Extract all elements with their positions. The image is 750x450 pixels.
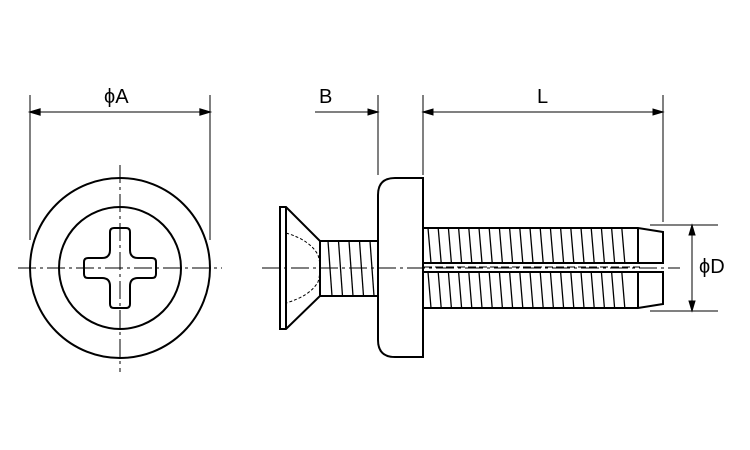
thread-line <box>519 227 524 264</box>
thread-line <box>600 271 606 309</box>
thread-line <box>478 271 483 309</box>
thread-line <box>580 271 585 309</box>
thread-line <box>447 227 453 264</box>
thread-line <box>337 240 344 297</box>
shank-lower <box>424 271 664 309</box>
thread-line <box>529 227 534 264</box>
thread-line <box>590 227 595 264</box>
thread-line <box>549 227 555 264</box>
thread-line <box>427 227 432 264</box>
thread-line <box>600 227 606 264</box>
thread-line <box>437 271 442 309</box>
thread-line <box>610 227 616 264</box>
dim-l-label: L <box>537 86 549 108</box>
thread-line <box>549 271 555 309</box>
thread-line <box>488 271 493 309</box>
thread-line <box>539 227 544 264</box>
thread-line <box>468 227 473 264</box>
thread-line <box>621 271 626 309</box>
thread-line <box>559 227 565 264</box>
thread-line <box>621 227 626 264</box>
dim-b-label: B <box>319 86 333 108</box>
dim-d-label: ϕD <box>699 256 725 278</box>
thread-line <box>478 227 483 264</box>
thread-line <box>447 271 453 309</box>
thread-line <box>580 227 585 264</box>
thread-line <box>559 271 565 309</box>
thread-line <box>457 271 463 309</box>
thread-line <box>427 271 432 309</box>
thread-line <box>498 227 504 264</box>
side-view <box>262 177 680 358</box>
shank-upper <box>424 227 664 264</box>
dim-a-label: ϕA <box>104 86 129 108</box>
thread-line <box>529 271 534 309</box>
thread-line <box>539 271 544 309</box>
thread-line <box>488 227 493 264</box>
thread-line <box>570 227 575 264</box>
washer-head <box>377 177 424 358</box>
thread-line <box>437 227 442 264</box>
thread-line <box>498 271 504 309</box>
phillips-cross-icon <box>83 227 157 309</box>
front-view <box>18 95 222 372</box>
thread-line <box>468 271 473 309</box>
thread-line <box>508 227 514 264</box>
thread-line <box>508 271 514 309</box>
thread-line <box>610 271 616 309</box>
thread-line <box>590 271 595 309</box>
thread-line <box>570 271 575 309</box>
thread-line <box>457 227 463 264</box>
thread-line <box>519 271 524 309</box>
